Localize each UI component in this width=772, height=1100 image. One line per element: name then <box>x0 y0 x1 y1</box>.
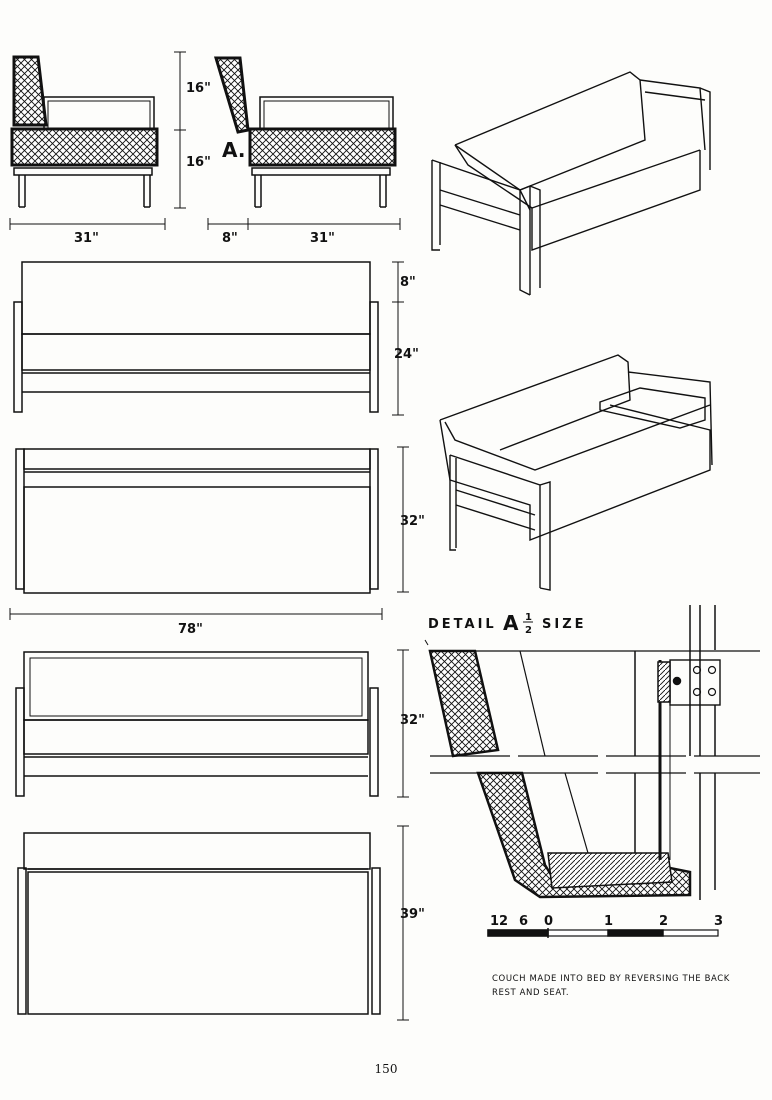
scale-label-12: 12 <box>490 914 508 929</box>
scale-label-2: 2 <box>659 914 668 929</box>
side-view-sofa <box>10 55 159 208</box>
detail-scale-numerator: 1 <box>525 612 532 623</box>
perspective-sofa <box>431 71 711 296</box>
perspective-bed <box>439 354 713 591</box>
rear-dimension-line <box>392 261 404 416</box>
detail-size-label: SIZE <box>542 617 587 632</box>
detail-letter: A <box>503 611 519 635</box>
detail-scale-denominator: 2 <box>525 625 532 636</box>
scale-label-1: 1 <box>604 914 613 929</box>
page-number: 150 <box>374 1062 398 1076</box>
dim-back-offset: 8" <box>222 231 238 246</box>
front-elevation <box>15 448 379 594</box>
bed-depth-dimension-line <box>397 825 409 1021</box>
detail-a-section <box>424 605 760 900</box>
height-dimension-line <box>174 51 186 209</box>
scale-label-3: 3 <box>714 914 723 929</box>
detail-marker: A. <box>222 138 245 162</box>
scale-bar <box>487 928 719 938</box>
dim-back-height-rear: 24" <box>394 347 419 362</box>
rear-elevation <box>13 261 379 413</box>
dim-depth-left: 31" <box>74 231 99 246</box>
bed-front-elevation <box>17 832 381 1015</box>
dim-bed-depth: 39" <box>400 907 425 922</box>
scale-label-6: 6 <box>519 914 528 929</box>
offset-dimension-line <box>207 218 401 230</box>
dim-overall-width: 78" <box>178 622 203 637</box>
dim-back-top: 8" <box>400 275 416 290</box>
front-dimension-line <box>9 446 409 620</box>
dim-front-height: 32" <box>400 514 425 529</box>
scale-label-0: 0 <box>544 914 553 929</box>
dim-depth-right: 31" <box>310 231 335 246</box>
side-view-bed <box>213 56 397 208</box>
caption: COUCH MADE INTO BED BY REVERSING THE BAC… <box>492 974 730 998</box>
dim-seat-height: 16" <box>186 155 211 170</box>
dim-bed-front-height: 32" <box>400 713 425 728</box>
bed-rear-elevation <box>15 651 379 797</box>
dim-back-height: 16" <box>186 81 211 96</box>
depth-dimension-line <box>9 218 166 230</box>
bed-rear-dimension-line <box>397 649 409 798</box>
detail-title: DETAIL <box>428 617 497 632</box>
